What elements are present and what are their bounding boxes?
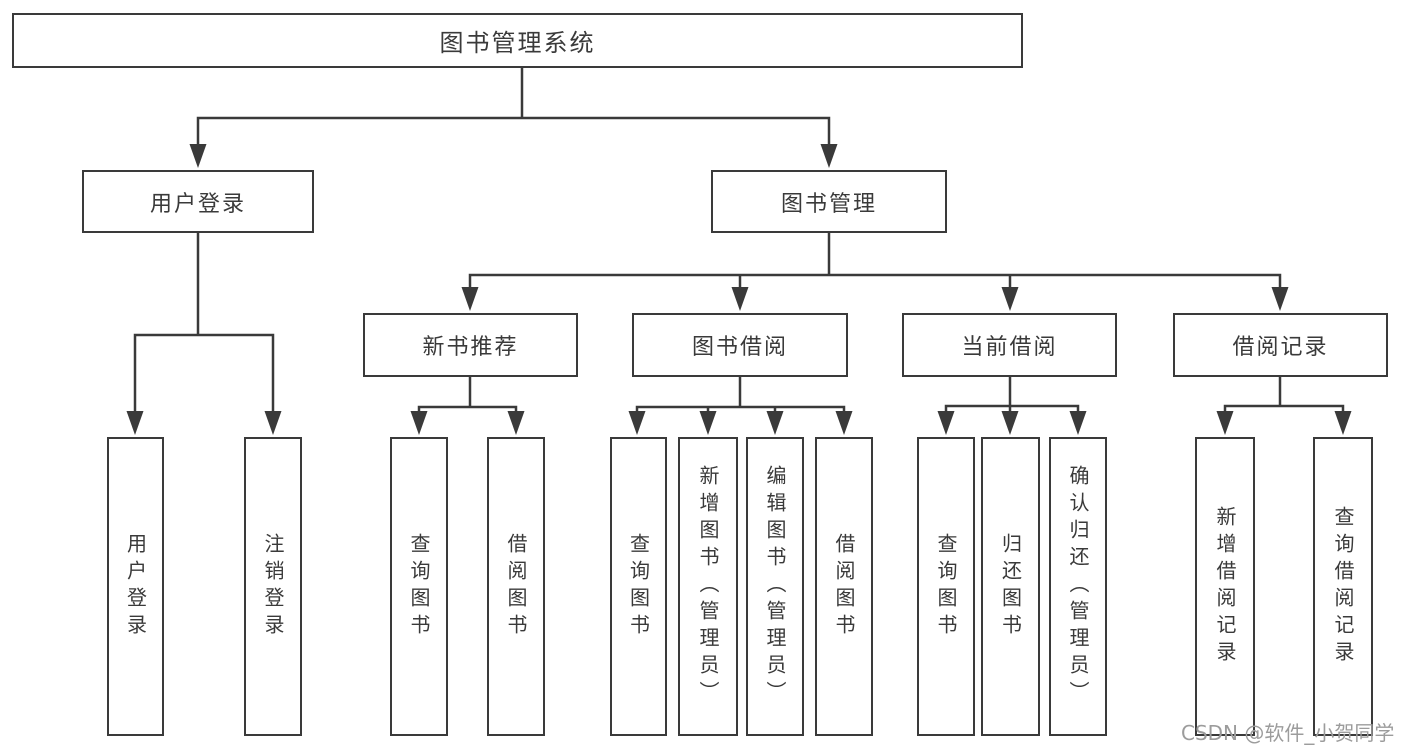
- node-label: 新增借阅记录: [1213, 505, 1237, 668]
- leaf-add-borrow-record: 新增借阅记录: [1195, 437, 1255, 736]
- watermark: CSDN @软件_小贺同学: [1181, 721, 1395, 745]
- node-label: 借阅图书: [504, 532, 528, 641]
- leaf-query-borrow-record: 查询借阅记录: [1313, 437, 1373, 736]
- node-label: 查询图书: [407, 532, 431, 641]
- node-label: 当前借阅: [961, 335, 1058, 360]
- arrow-head-icon: [699, 411, 717, 435]
- node-label: 借阅记录: [1232, 335, 1329, 360]
- node-label: 查询图书: [626, 532, 651, 641]
- node-label: 查询借阅记录: [1331, 505, 1355, 668]
- leaf-borrow-books-borrowing: 借阅图书: [815, 437, 873, 736]
- arrow-head-icon: [835, 411, 853, 435]
- node-new-book-recommend: 新书推荐: [363, 313, 578, 377]
- leaf-confirm-return-admin: 确认归还（管理员）: [1049, 437, 1107, 736]
- arrow-head-icon: [1001, 411, 1019, 435]
- arrow-head-icon: [410, 411, 428, 435]
- node-user-login: 用户登录: [82, 170, 314, 233]
- node-label: 确认归还（管理员）: [1066, 465, 1090, 708]
- node-label: 新增图书（管理员）: [696, 465, 720, 708]
- node-label: 编辑图书（管理员）: [763, 465, 787, 708]
- leaf-query-books-borrowing: 查询图书: [610, 437, 667, 736]
- leaf-add-books-admin: 新增图书（管理员）: [678, 437, 738, 736]
- node-label: 图书管理: [780, 191, 877, 217]
- node-book-management: 图书管理: [711, 170, 947, 233]
- arrow-head-icon: [461, 287, 479, 311]
- arrow-heads: [126, 144, 1352, 435]
- arrow-head-icon: [820, 144, 838, 168]
- leaf-return-books: 归还图书: [981, 437, 1040, 736]
- arrow-head-icon: [189, 144, 207, 168]
- node-current-borrowing: 当前借阅: [902, 313, 1117, 377]
- node-label: 查询图书: [934, 532, 958, 641]
- arrow-head-icon: [937, 411, 955, 435]
- arrow-head-icon: [1216, 411, 1234, 435]
- node-label: 借阅图书: [832, 532, 856, 641]
- arrow-head-icon: [1271, 287, 1289, 311]
- leaf-borrow-books-recommend: 借阅图书: [487, 437, 545, 736]
- node-label: 图书管理系统: [439, 29, 596, 57]
- leaf-query-books-current: 查询图书: [917, 437, 975, 736]
- arrow-head-icon: [126, 411, 144, 435]
- node-borrowing-records: 借阅记录: [1173, 313, 1388, 377]
- leaf-query-books-recommend: 查询图书: [390, 437, 448, 736]
- arrow-head-icon: [1001, 287, 1019, 311]
- node-label: 归还图书: [998, 532, 1023, 641]
- node-book-borrowing: 图书借阅: [632, 313, 848, 377]
- node-label: 新书推荐: [422, 335, 519, 360]
- node-label: 用户登录: [123, 532, 148, 641]
- arrow-head-icon: [1069, 411, 1087, 435]
- arrow-head-icon: [731, 287, 749, 311]
- leaf-user-login: 用户登录: [107, 437, 164, 736]
- arrow-head-icon: [507, 411, 525, 435]
- arrow-head-icon: [264, 411, 282, 435]
- leaf-edit-books-admin: 编辑图书（管理员）: [746, 437, 804, 736]
- arrow-head-icon: [766, 411, 784, 435]
- arrow-head-icon: [1334, 411, 1352, 435]
- node-label: 图书借阅: [691, 335, 788, 360]
- arrow-head-icon: [628, 411, 646, 435]
- node-label: 注销登录: [261, 532, 285, 641]
- node-label: 用户登录: [149, 191, 246, 217]
- leaf-logout: 注销登录: [244, 437, 302, 736]
- node-root: 图书管理系统: [12, 13, 1023, 68]
